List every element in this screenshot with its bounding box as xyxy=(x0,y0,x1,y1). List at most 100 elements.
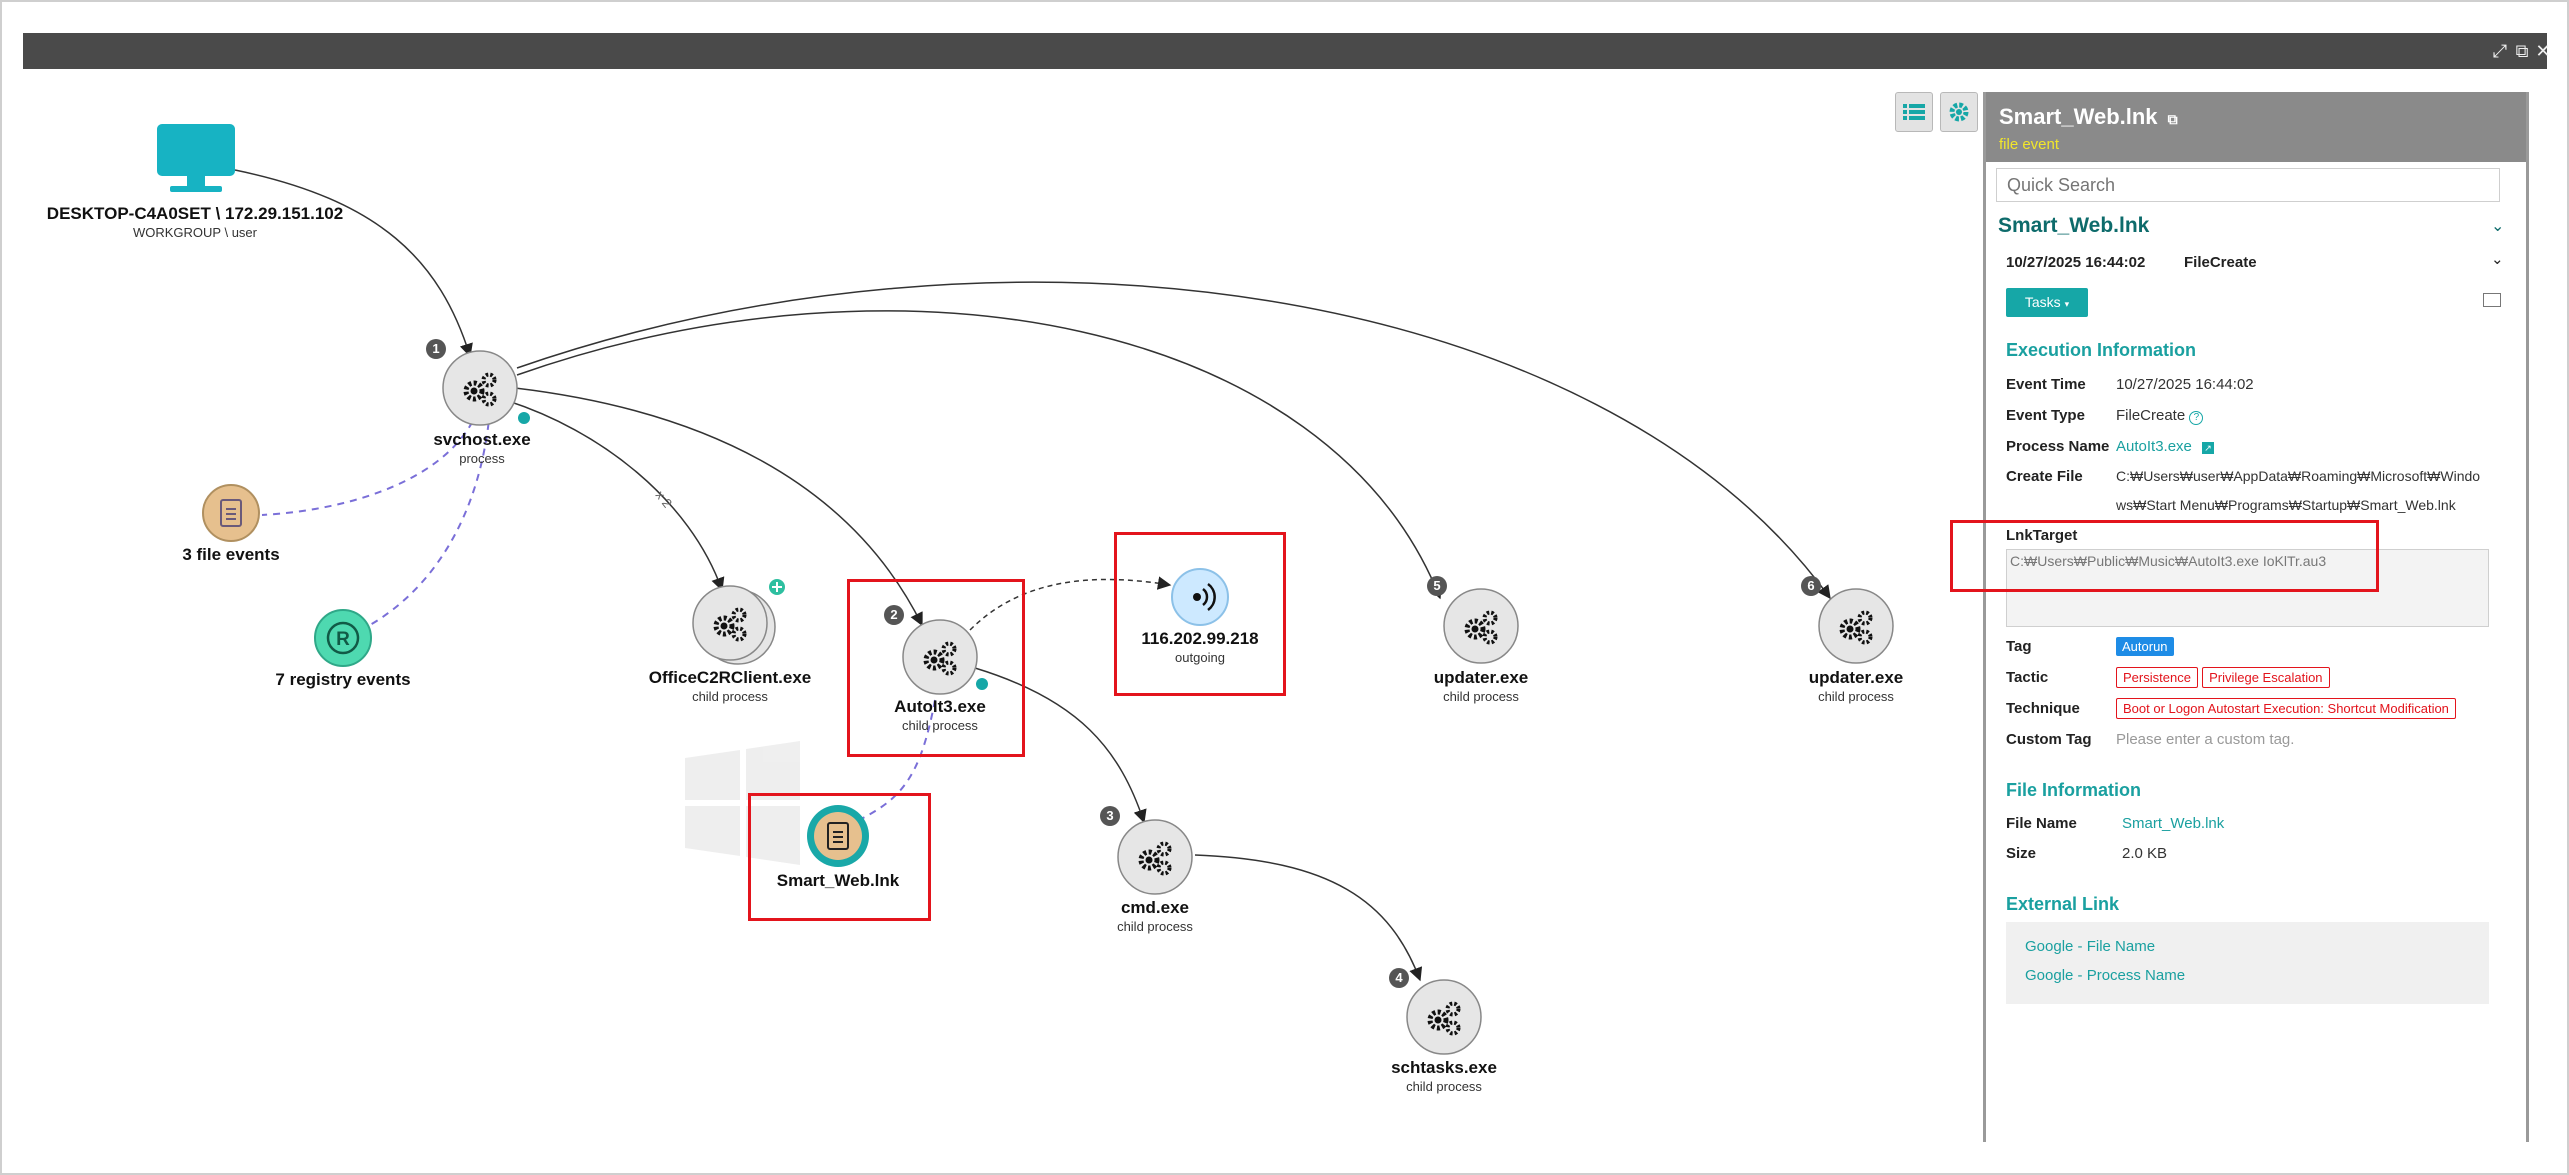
registry-events-node[interactable]: 7 registry events xyxy=(275,670,410,690)
tag-badge[interactable]: Autorun xyxy=(2116,637,2174,656)
tactic-badge[interactable]: Privilege Escalation xyxy=(2202,667,2330,688)
field-key: Create File xyxy=(2006,468,2083,485)
google-process-name-link[interactable]: Google - Process Name xyxy=(2025,967,2186,984)
process-graph[interactable]: x 2 xyxy=(0,70,1985,1170)
table-view-icon[interactable] xyxy=(2483,293,2501,307)
cmd-sub: child process xyxy=(1117,919,1193,934)
detail-panel: Smart_Web.lnk ⧉ file event Smart_Web.lnk… xyxy=(1983,92,2529,1142)
host-node[interactable]: DESKTOP-C4A0SET \ 172.29.151.102 WORKGRO… xyxy=(47,204,343,240)
file-name-link[interactable]: Smart_Web.lnk xyxy=(2122,815,2225,832)
step-badge: 2 xyxy=(884,605,904,625)
title-bar: ⤢ ⧉ ✕ xyxy=(23,33,2551,69)
office-node-icon xyxy=(692,579,785,665)
graph-canvas: x 2 xyxy=(157,124,1894,1055)
ip-node[interactable]: 116.202.99.218 outgoing xyxy=(1141,629,1258,665)
file-events-node[interactable]: 3 file events xyxy=(182,545,279,565)
panel-header: Smart_Web.lnk ⧉ file event xyxy=(1986,92,2526,162)
edge-svchost-updater2 xyxy=(516,281,1831,600)
file-events-label: 3 file events xyxy=(182,545,280,564)
autoit-node-icon xyxy=(902,619,988,695)
edge-cmd-schtasks xyxy=(1194,854,1423,982)
field-key: Technique xyxy=(2006,700,2080,717)
panel-title: Smart_Web.lnk ⧉ xyxy=(1999,104,2178,130)
tactic-badge[interactable]: Persistence xyxy=(2116,667,2198,688)
office-node[interactable]: OfficeC2RClient.exe child process xyxy=(649,668,812,704)
updater-name: updater.exe xyxy=(1808,668,1904,687)
field-key: Custom Tag xyxy=(2006,731,2092,748)
event-time-value: 10/27/2025 16:44:02 xyxy=(2116,376,2254,393)
technique-value: Boot or Logon Autostart Execution: Short… xyxy=(2116,698,2456,719)
expand-icon[interactable]: ⤢ xyxy=(2492,41,2508,61)
step-badge: 3 xyxy=(1100,806,1120,826)
autoit-sub: child process xyxy=(902,718,978,733)
schtasks-name: schtasks.exe xyxy=(1391,1058,1497,1077)
monitor-icon xyxy=(157,124,235,192)
quick-search-input[interactable] xyxy=(1996,168,2500,202)
tasks-button[interactable]: Tasks ▾ xyxy=(2006,288,2088,317)
field-key: File Name xyxy=(2006,815,2077,832)
host-sub: WORKGROUP \ user xyxy=(132,225,257,240)
panel-subtitle: file event xyxy=(1999,136,2060,153)
external-link-icon[interactable]: ⧉ xyxy=(2167,111,2178,127)
open-link-icon[interactable]: ↗ xyxy=(2202,442,2215,454)
step-badge: 4 xyxy=(1389,968,1409,988)
custom-tag-input[interactable]: Please enter a custom tag. xyxy=(2116,731,2295,748)
updater-sub: child process xyxy=(1443,689,1519,704)
edge-svchost-autoit xyxy=(514,387,923,627)
google-file-name-link[interactable]: Google - File Name xyxy=(2025,938,2156,955)
event-type-header: FileCreate xyxy=(2184,254,2257,271)
registry-events-icon: R xyxy=(314,609,372,667)
field-key: Size xyxy=(2006,845,2037,862)
cmd-node[interactable]: cmd.exe child process xyxy=(1117,898,1193,934)
updater-node[interactable]: updater.exe child process xyxy=(1809,668,1904,704)
panel-title-text: Smart_Web.lnk xyxy=(1999,104,2158,129)
execution-info-header: Execution Information xyxy=(2006,340,2197,360)
technique-badge[interactable]: Boot or Logon Autostart Execution: Short… xyxy=(2116,698,2456,719)
close-icon[interactable]: ✕ xyxy=(2535,41,2551,61)
step-badge: 6 xyxy=(1801,576,1821,596)
file-events-icon xyxy=(202,484,260,542)
lnk-file-icon xyxy=(807,805,869,867)
process-name-link[interactable]: AutoIt3.exe ↗ xyxy=(2116,438,2215,455)
chevron-down-icon[interactable]: ⌄ xyxy=(2491,218,2505,235)
ip-direction: outgoing xyxy=(1175,650,1225,665)
registry-events-label: 7 registry events xyxy=(275,670,411,689)
cmd-name: cmd.exe xyxy=(1120,898,1190,917)
autoit-name: AutoIt3.exe xyxy=(894,697,986,716)
updater-node-icon xyxy=(1443,588,1519,664)
lnk-node[interactable]: Smart_Web.lnk xyxy=(777,871,900,891)
cmd-node-icon xyxy=(1117,819,1193,895)
field-key: Event Time xyxy=(2006,376,2086,393)
edge-svchost-registry xyxy=(369,409,491,626)
schtasks-node[interactable]: schtasks.exe child process xyxy=(1391,1058,1497,1094)
event-type-text: FileCreate xyxy=(2116,407,2186,424)
field-key: Process Name xyxy=(2006,438,2110,455)
edge-svchost-updater1 xyxy=(516,310,1442,600)
svchost-sub: process xyxy=(459,451,505,466)
zoom-window-icon[interactable]: ⧉ xyxy=(2515,41,2529,61)
tasks-label: Tasks xyxy=(2024,294,2061,310)
event-time-header: 10/27/2025 16:44:02 xyxy=(2006,254,2146,271)
svchost-node[interactable]: svchost.exe process xyxy=(433,430,530,466)
autoit-node[interactable]: AutoIt3.exe child process xyxy=(894,697,986,733)
field-key: Tag xyxy=(2006,638,2032,655)
lnktarget-textarea[interactable]: C:₩Users₩Public₩Music₩AutoIt3.exe IoKlTr… xyxy=(2006,549,2489,627)
help-icon[interactable]: ? xyxy=(2189,411,2204,425)
external-link-header: External Link xyxy=(2006,894,2120,914)
office-sub: child process xyxy=(692,689,768,704)
updater-node[interactable]: updater.exe child process xyxy=(1434,668,1529,704)
step-badge: 5 xyxy=(1427,576,1447,596)
host-name: DESKTOP-C4A0SET \ 172.29.151.102 xyxy=(46,204,344,223)
schtasks-node-icon xyxy=(1406,979,1482,1055)
graph-settings-button[interactable] xyxy=(1940,92,1978,132)
process-name-text: AutoIt3.exe xyxy=(2116,438,2192,455)
external-link-box: Google - File Name Google - Process Name xyxy=(2006,922,2489,1004)
list-view-button[interactable] xyxy=(1895,92,1933,132)
field-key: Tactic xyxy=(2006,669,2049,686)
file-size-value: 2.0 KB xyxy=(2122,845,2168,862)
chevron-down-icon[interactable]: ⌄ xyxy=(2491,251,2504,268)
edge-autoit-cmd xyxy=(974,667,1147,824)
event-type-value: FileCreate ? xyxy=(2116,407,2204,425)
schtasks-sub: child process xyxy=(1406,1079,1482,1094)
step-badge: 1 xyxy=(426,339,446,359)
